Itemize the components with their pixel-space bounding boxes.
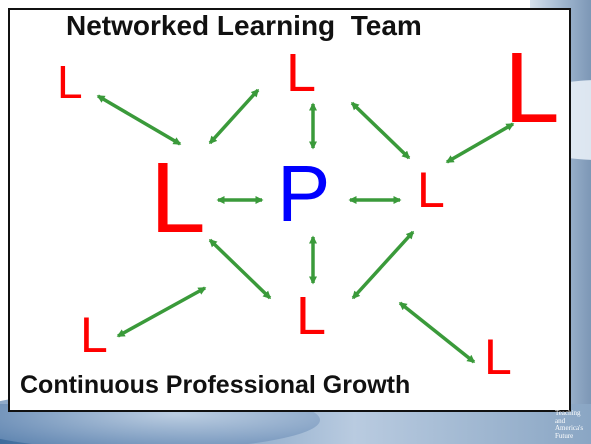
learner-node-bottom-right: L [484,329,512,385]
learner-node-bottom: L [296,286,327,346]
learner-node-left: L [150,142,206,254]
arrow-right-bottom [351,230,415,300]
logo-line-3: Future [555,431,574,440]
arrow-left-top [208,88,260,145]
learner-node-top: L [286,43,317,103]
arrow-top-left-left [96,94,182,146]
arrow-left-bottom [208,238,272,300]
slide-title: Networked Learning Team [66,10,422,41]
learner-node-right: L [417,162,445,218]
learner-node-top-right: L [504,32,560,144]
arrow-top-right-right [445,122,515,164]
logo-line-2: America's [555,424,584,432]
teaching-americas-future-logo: Teaching and America's Future [555,409,589,440]
content-panel [8,8,571,412]
arrow-bottom-right-bottom [398,301,476,364]
learner-node-bottom-left: L [80,307,108,363]
slide-subtitle: Continuous Professional Growth [20,371,411,399]
learner-node-top-left: L [57,56,83,108]
arrow-top-right [350,101,411,160]
principal-node-center: P [277,149,331,238]
logo-line-1: Teaching and [555,409,581,425]
arrow-bottom-left-left [116,286,207,338]
